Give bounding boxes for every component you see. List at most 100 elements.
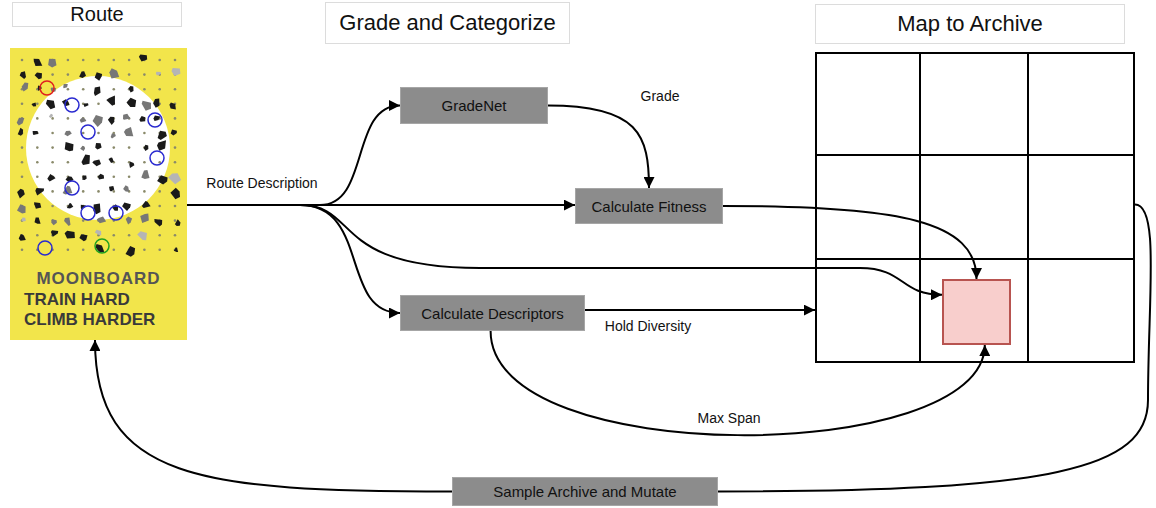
- bolt-dot: [143, 132, 146, 135]
- bolt-dot: [158, 205, 161, 208]
- climbing-hold: [154, 219, 162, 227]
- board-holds: [17, 55, 181, 257]
- selected-hold-ring: [150, 151, 164, 165]
- climbing-hold: [109, 157, 114, 163]
- climbing-hold: [111, 133, 116, 138]
- bolt-dot: [113, 146, 116, 149]
- bolt-dot: [67, 117, 70, 120]
- climbing-hold: [106, 96, 115, 106]
- bolt-dot: [36, 117, 39, 120]
- bolt-dot: [158, 88, 161, 91]
- grid-line: [1027, 52, 1029, 363]
- climbing-hold: [47, 174, 55, 182]
- bolt-dot: [158, 190, 161, 193]
- bolt-dot: [82, 190, 85, 193]
- climbing-hold: [158, 131, 167, 140]
- bolt-dot: [143, 73, 146, 76]
- climbing-hold: [95, 143, 101, 150]
- bolt-dot: [51, 132, 54, 135]
- climbing-hold: [123, 185, 129, 192]
- connector-arrow: [548, 106, 649, 189]
- bolt-dot: [51, 73, 54, 76]
- bolt-dot: [128, 59, 131, 62]
- climbing-hold: [108, 117, 115, 125]
- climbing-hold: [141, 170, 149, 179]
- climbing-hold: [112, 204, 118, 211]
- selected-hold-ring: [65, 98, 79, 112]
- bolt-dot: [97, 132, 100, 135]
- board-logo-disc: [26, 76, 170, 220]
- process-box: Calculate Descriptors: [400, 295, 585, 331]
- process-box: Calculate Fitness: [575, 188, 723, 224]
- climbing-hold: [171, 130, 177, 136]
- section-heading: Route: [12, 2, 182, 27]
- board-slogan: TRAIN HARD CLIMB HARDER: [24, 290, 174, 330]
- bolt-dot: [128, 146, 131, 149]
- climbing-hold: [64, 131, 71, 137]
- bolt-dot: [113, 190, 116, 193]
- climbing-hold: [65, 231, 75, 239]
- archive-grid: Map to Archive: [815, 52, 1135, 363]
- climbing-hold: [19, 234, 26, 241]
- bolt-dot: [158, 249, 161, 252]
- bolt-dot: [51, 190, 54, 193]
- selected-hold-ring: [40, 81, 54, 95]
- climbing-hold: [17, 204, 26, 213]
- bolt-dot: [113, 234, 116, 237]
- climbing-hold: [51, 219, 57, 225]
- climbing-hold: [22, 82, 29, 91]
- bolt-dot: [67, 249, 70, 252]
- bolt-dot: [174, 219, 177, 222]
- climbing-hold: [157, 140, 166, 150]
- connector-arrow: [491, 331, 985, 435]
- grid-line: [815, 258, 1135, 260]
- climbing-hold: [79, 234, 87, 241]
- climbing-hold: [64, 218, 70, 226]
- climbing-hold: [35, 72, 42, 79]
- edge-label: Hold Diversity: [602, 318, 694, 334]
- climbing-hold: [33, 131, 39, 135]
- climbing-hold: [97, 216, 106, 223]
- bolt-dot: [174, 161, 177, 164]
- bolt-dot: [21, 146, 24, 149]
- bolt-dot: [36, 161, 39, 164]
- bolt-dot: [67, 59, 70, 62]
- climbing-hold: [139, 116, 145, 122]
- bolt-dot: [97, 59, 100, 62]
- climbing-hold: [35, 218, 41, 224]
- climbing-hold: [82, 155, 90, 165]
- climbing-hold: [95, 230, 101, 235]
- climbing-hold: [124, 127, 133, 136]
- climbing-hold: [157, 175, 168, 184]
- climbing-hold: [35, 188, 44, 196]
- climbing-hold: [153, 98, 159, 107]
- climbing-hold: [174, 247, 178, 252]
- climbing-hold: [127, 98, 137, 107]
- bolt-dot: [113, 88, 116, 91]
- edge-label: Grade: [638, 88, 683, 104]
- bolt-dot: [36, 103, 39, 106]
- climbing-hold: [139, 55, 147, 62]
- climbing-hold: [123, 114, 130, 120]
- process-box: Sample Archive and Mutate: [452, 477, 718, 506]
- bolt-dot: [143, 88, 146, 91]
- climbing-hold: [142, 101, 151, 111]
- bolt-dot: [21, 176, 24, 179]
- box-label: GradeNet: [441, 97, 506, 114]
- grid-line: [815, 154, 1135, 156]
- bolt-dot: [82, 59, 85, 62]
- bolt-dot: [143, 249, 146, 252]
- section-heading: Map to Archive: [815, 4, 1125, 44]
- process-box: GradeNet: [400, 87, 548, 124]
- connector-arrow: [187, 205, 400, 313]
- archive-cell: [942, 279, 1011, 345]
- bolt-dot: [21, 103, 24, 106]
- connector-arrow: [585, 309, 815, 311]
- bolt-dot: [113, 176, 116, 179]
- climbing-hold: [170, 188, 180, 199]
- climbing-hold: [93, 115, 103, 127]
- bolt-dot: [97, 103, 100, 106]
- bolt-dot: [174, 117, 177, 120]
- climbing-hold: [17, 118, 25, 126]
